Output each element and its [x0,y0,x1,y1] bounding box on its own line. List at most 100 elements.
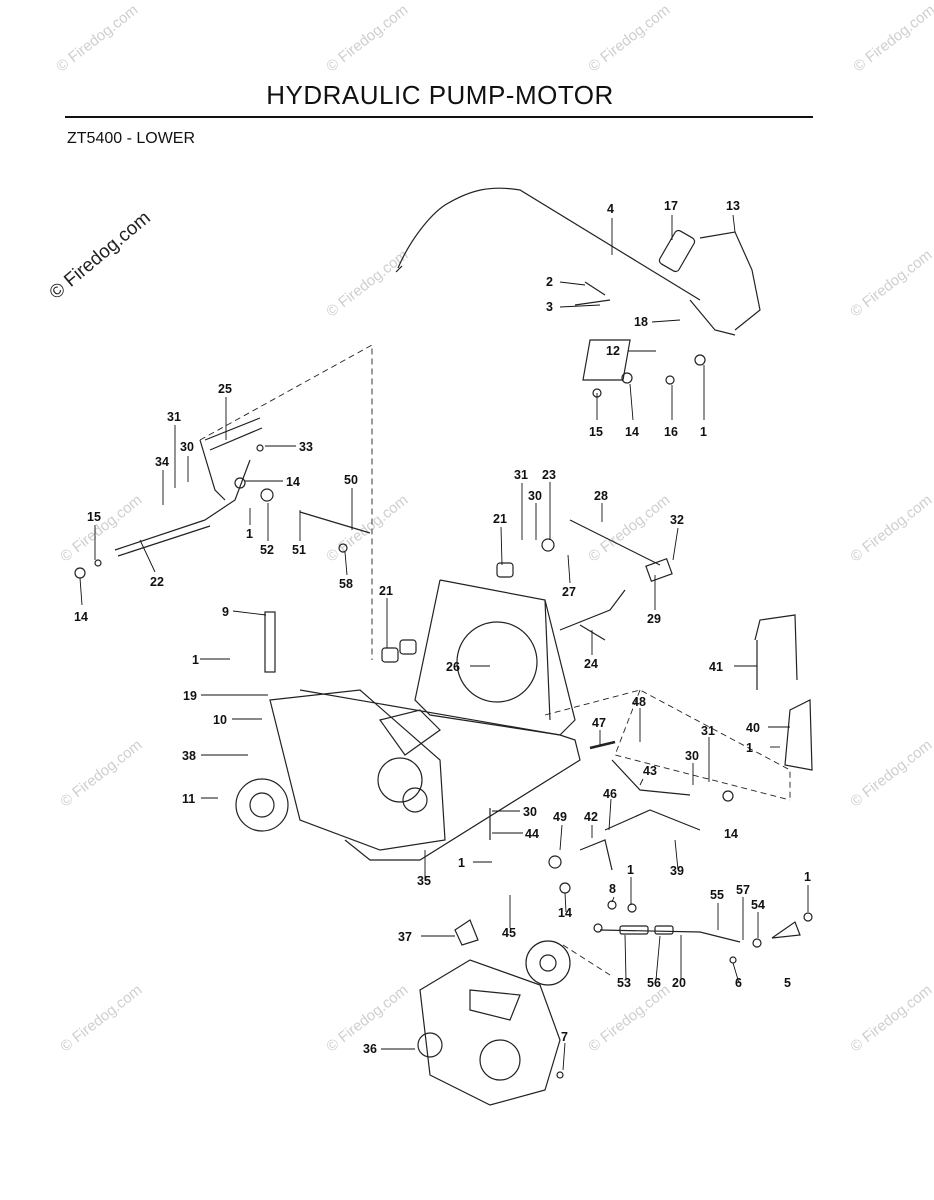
lever-42 [579,839,613,871]
callout-55: 55 [710,888,724,902]
callout-30: 30 [685,749,699,763]
callout-31: 31 [514,468,528,482]
bracket-40 [784,699,813,771]
link-rod-28 [569,519,661,566]
pedal-rod [699,231,761,331]
lever-24 [559,589,626,641]
callout-50: 50 [344,473,358,487]
callout-25: 25 [218,382,232,396]
callout-15: 15 [87,510,101,524]
callout-42: 42 [584,810,598,824]
callout-24: 24 [584,657,598,671]
callout-51: 51 [292,543,306,557]
rod-55 [599,929,741,943]
callout-30: 30 [180,440,194,454]
pump-body-35 [269,689,446,851]
callout-8: 8 [609,882,616,896]
wheel-hub-lower [525,940,571,986]
callout-1: 1 [246,527,253,541]
callout-37: 37 [398,930,412,944]
callout-17: 17 [664,199,678,213]
callout-56: 56 [647,976,661,990]
callout-35: 35 [417,874,431,888]
pivot-rod-25 [204,417,263,451]
callout-28: 28 [594,489,608,503]
callout-39: 39 [670,864,684,878]
bellcrank-arm [199,439,226,501]
bolt-9 [264,611,276,673]
pulley-opening [456,621,538,703]
callout-12: 12 [606,344,620,358]
callout-30: 30 [528,489,542,503]
callout-14: 14 [625,425,639,439]
callout-1: 1 [746,741,753,755]
leader-lines [79,214,809,1071]
callout-43: 43 [643,764,657,778]
callout-14: 14 [74,610,88,624]
shaft-22 [114,519,211,557]
bracket-41 [754,614,798,690]
chassis-frame [414,579,576,736]
callout-20: 20 [672,976,686,990]
callout-46: 46 [603,787,617,801]
callout-11: 11 [182,792,195,806]
model-subtitle: ZT5400 - LOWER [67,130,196,147]
fan-35 [378,709,441,756]
callout-34: 34 [155,455,169,469]
callout-22: 22 [150,575,164,589]
callout-48: 48 [632,695,646,709]
callout-1: 1 [458,856,465,870]
callout-41: 41 [709,660,723,674]
callout-53: 53 [617,976,631,990]
callout-14: 14 [558,906,572,920]
damper-5 [771,921,801,939]
callout-18: 18 [634,315,648,329]
callout-49: 49 [553,810,567,824]
callout-10: 10 [213,713,227,727]
callout-14: 14 [286,475,300,489]
title-rule [65,116,813,118]
pump-body-36 [419,959,561,1106]
callout-21: 21 [379,584,393,598]
callout-1: 1 [700,425,707,439]
lever-39 [604,809,701,831]
callout-9: 9 [222,605,229,619]
callout-23: 23 [542,468,556,482]
callout-4: 4 [607,202,614,216]
rod-43 [611,759,691,796]
callout-31: 31 [701,724,715,738]
callout-26: 26 [446,660,460,674]
callout-36: 36 [363,1042,377,1056]
callout-19: 19 [183,689,197,703]
callout-52: 52 [260,543,274,557]
callout-38: 38 [182,749,196,763]
callout-5: 5 [784,976,791,990]
callout-33: 33 [299,440,313,454]
callout-29: 29 [647,612,661,626]
callout-47: 47 [592,716,606,730]
pedal-grip [658,229,696,273]
callout-3: 3 [546,300,553,314]
spring-47 [589,740,616,750]
page-title: HYDRAULIC PUMP-MOTOR [266,80,614,110]
callout-2: 2 [546,275,553,289]
pedal-bracket [582,339,631,381]
callout-54: 54 [751,898,765,912]
callout-32: 32 [670,513,684,527]
callout-14: 14 [724,827,738,841]
callout-16: 16 [664,425,678,439]
callout-57: 57 [736,883,750,897]
callout-30: 30 [523,805,537,819]
wheel-hub-11 [235,778,289,832]
callout-1: 1 [804,870,811,884]
callout-31: 31 [167,410,181,424]
callout-21: 21 [493,512,507,526]
callout-40: 40 [746,721,760,735]
callout-6: 6 [735,976,742,990]
callout-1: 1 [627,863,634,877]
callout-13: 13 [726,199,740,213]
callout-44: 44 [525,827,539,841]
callout-1: 1 [192,653,199,667]
